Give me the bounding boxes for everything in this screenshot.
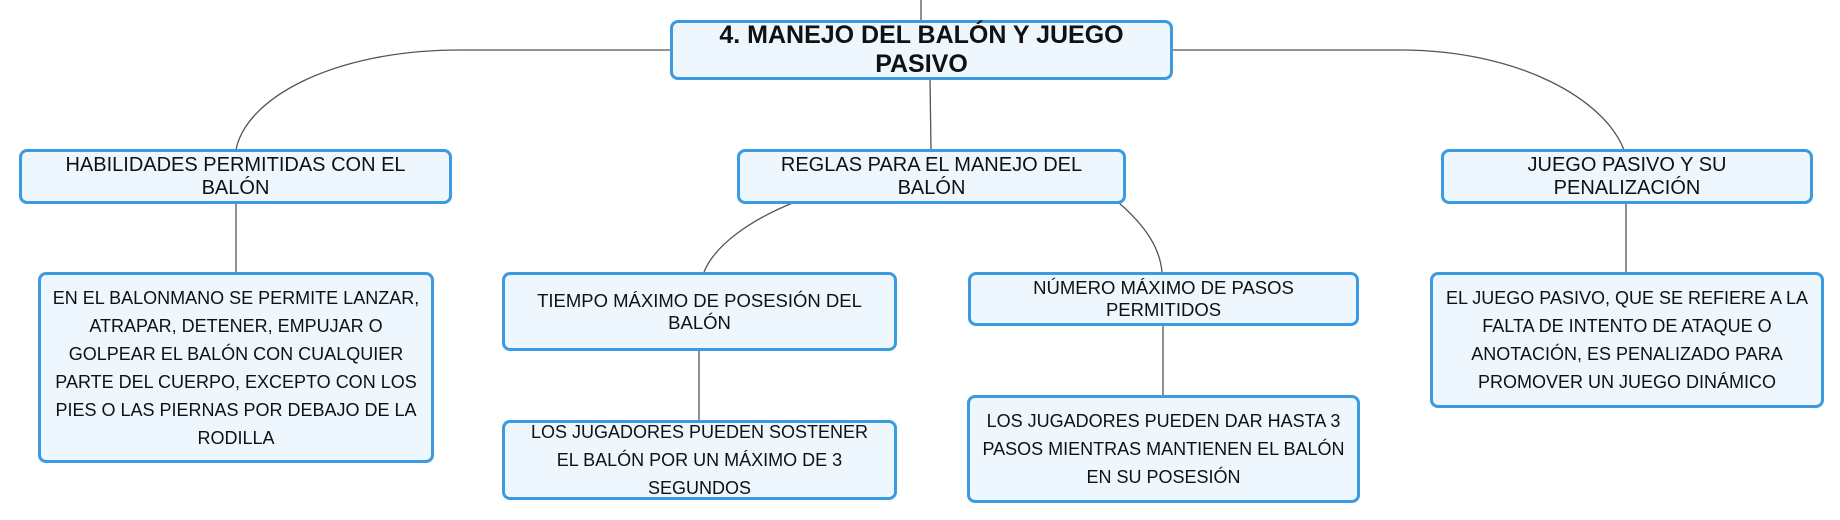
steps-node-label: NÚMERO MÁXIMO DE PASOS PERMITIDOS — [1033, 277, 1294, 320]
passive-node[interactable]: JUEGO PASIVO Y SU PENALIZACIÓN — [1441, 149, 1813, 204]
skills-node[interactable]: HABILIDADES PERMITIDAS CON EL BALÓN — [19, 149, 452, 204]
steps-detail-text: LOS JUGADORES PUEDEN DAR HASTA 3 PASOS M… — [982, 411, 1345, 487]
steps-detail-node[interactable]: LOS JUGADORES PUEDEN DAR HASTA 3 PASOS M… — [967, 395, 1360, 503]
connector-rules-steps — [1117, 201, 1163, 273]
connector-root-passive — [1172, 49, 1625, 151]
passive-detail-node[interactable]: EL JUEGO PASIVO, QUE SE REFIERE A LA FAL… — [1430, 272, 1824, 408]
rules-node-label: REGLAS PARA EL MANEJO DEL BALÓN — [780, 153, 1083, 199]
time-detail-text: LOS JUGADORES PUEDEN SOSTENER EL BALÓN P… — [530, 422, 869, 498]
passive-detail-text: EL JUEGO PASIVO, QUE SE REFIERE A LA FAL… — [1445, 288, 1809, 392]
connector-root-rules — [929, 77, 932, 151]
skills-detail-text: EN EL BALONMANO SE PERMITE LANZAR, ATRAP… — [52, 287, 420, 448]
connector-rules-time — [703, 201, 796, 273]
rules-node[interactable]: REGLAS PARA EL MANEJO DEL BALÓN — [737, 149, 1126, 204]
time-detail-node[interactable]: LOS JUGADORES PUEDEN SOSTENER EL BALÓN P… — [502, 420, 897, 500]
connector-root-skills — [235, 49, 670, 151]
passive-node-label: JUEGO PASIVO Y SU PENALIZACIÓN — [1527, 153, 1727, 199]
root-node[interactable]: 4. MANEJO DEL BALÓN Y JUEGO PASIVO — [670, 20, 1173, 80]
time-node[interactable]: TIEMPO MÁXIMO DE POSESIÓN DEL BALÓN — [502, 272, 897, 351]
root-node-label: 4. MANEJO DEL BALÓN Y JUEGO PASIVO — [719, 21, 1124, 78]
steps-node[interactable]: NÚMERO MÁXIMO DE PASOS PERMITIDOS — [968, 272, 1359, 326]
time-node-label: TIEMPO MÁXIMO DE POSESIÓN DEL BALÓN — [537, 289, 862, 333]
skills-detail-node[interactable]: EN EL BALONMANO SE PERMITE LANZAR, ATRAP… — [38, 272, 434, 463]
skills-node-label: HABILIDADES PERMITIDAS CON EL BALÓN — [65, 153, 406, 199]
